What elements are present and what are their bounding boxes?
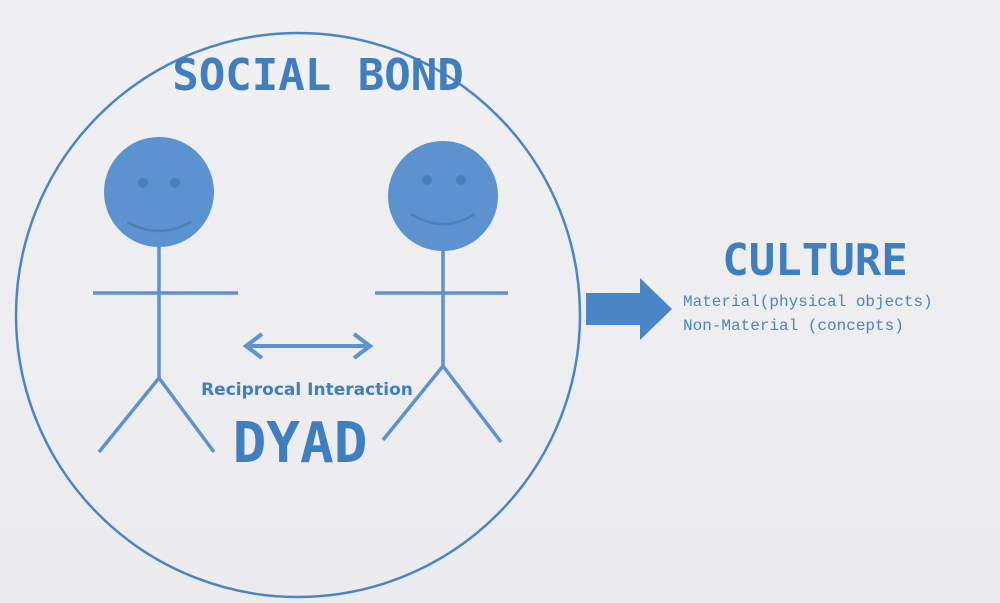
- dyad-label: DYAD: [233, 411, 368, 476]
- left-figure-eye-right: [170, 178, 180, 188]
- right-figure-head: [388, 141, 498, 251]
- left-figure-leg-right: [157, 376, 216, 454]
- left-figure-eye-left: [138, 178, 148, 188]
- left-figure-head: [104, 137, 214, 247]
- left-stick-figure: [93, 137, 238, 454]
- double-arrow-icon: [242, 332, 374, 360]
- culture-item-material: Material(physical objects): [683, 293, 933, 311]
- left-figure-leg-left: [97, 376, 161, 454]
- right-arrow-icon: [586, 278, 672, 340]
- social-bond-circle: [14, 31, 582, 599]
- culture-item-non-material: Non-Material (concepts): [683, 317, 904, 335]
- left-figure-smile: [126, 220, 192, 233]
- culture-title: CULTURE: [722, 235, 907, 286]
- right-stick-figure: [375, 141, 508, 444]
- right-figure-eye-left: [422, 175, 432, 185]
- diagram-title: SOCIAL BOND: [172, 50, 463, 101]
- right-figure-leg-left: [381, 364, 445, 442]
- right-figure-leg-right: [441, 364, 503, 444]
- right-figure-eye-right: [456, 175, 466, 185]
- interaction-label: Reciprocal Interaction: [201, 380, 413, 400]
- right-figure-smile: [410, 212, 476, 226]
